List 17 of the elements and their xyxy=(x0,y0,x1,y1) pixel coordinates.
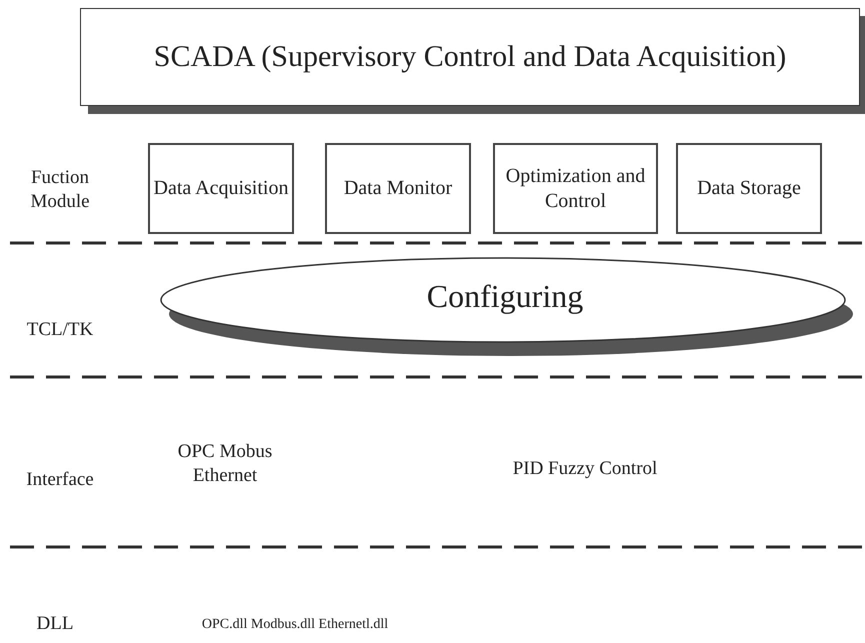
node-text: Configuring xyxy=(426,277,584,316)
node-text: Data Storage xyxy=(697,176,801,201)
layer-label: DLL xyxy=(36,612,74,636)
node-text: Data Monitor xyxy=(344,176,452,201)
module-box xyxy=(676,143,822,234)
layer-label: Fuction Module xyxy=(29,166,91,214)
node-text: Data Acquisition xyxy=(154,176,288,201)
dll-file-list: OPC.dll Modbus.dll Ethernetl.dll xyxy=(155,616,435,634)
layer-label: Interface xyxy=(25,468,95,492)
module-box xyxy=(493,143,658,234)
module-box xyxy=(325,143,471,234)
node-text: Optimization and Control xyxy=(504,164,646,214)
node-text: SCADA (Supervisory Control and Data Acquisition) xyxy=(154,39,786,76)
layer-label: TCL/TK xyxy=(26,318,94,342)
module-box xyxy=(148,143,294,234)
algorithm-list: PID Fuzzy Control xyxy=(500,457,670,481)
protocol-list: OPC Mobus Ethernet xyxy=(160,440,290,488)
